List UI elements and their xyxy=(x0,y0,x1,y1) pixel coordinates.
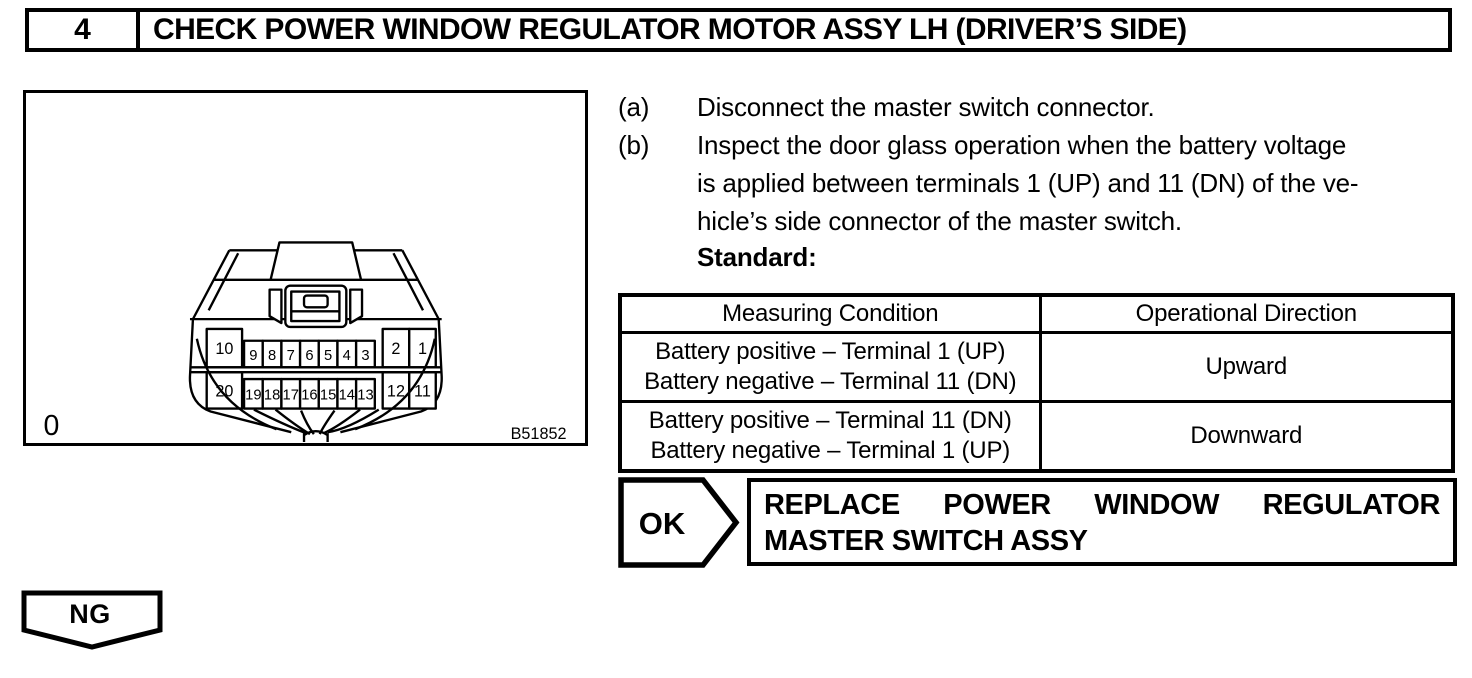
ng-banner-shape xyxy=(21,590,163,650)
terminal-number: 10 xyxy=(215,340,233,358)
connector-lock-tab xyxy=(302,294,329,309)
terminal-number: 2 xyxy=(391,340,400,358)
terminal-box xyxy=(381,371,411,410)
terminal-number: 11 xyxy=(414,382,431,400)
connector-lock-inner xyxy=(290,290,341,323)
terminal-number: 19 xyxy=(245,388,261,404)
ok-label: OK xyxy=(639,506,686,541)
terminal-number: 18 xyxy=(264,388,280,404)
ok-action-line: REPLACE POWER WINDOW REGULATOR xyxy=(764,489,1440,521)
connector-latch-tab xyxy=(269,241,363,281)
step-lines: Inspect the door glass operation when th… xyxy=(697,126,1463,240)
ok-arrow: OK xyxy=(618,477,740,568)
condition-line: Battery positive – Terminal 11 (DN) xyxy=(648,407,1012,434)
operational-direction-cell: Downward xyxy=(1038,400,1455,473)
condition-line: Battery positive – Terminal 1 (UP) xyxy=(655,338,1006,365)
terminal-number: 15 xyxy=(320,388,336,404)
terminal-number: 16 xyxy=(301,388,317,404)
connector-body-right xyxy=(340,319,443,434)
connector-right-bracket xyxy=(349,288,364,325)
step-line: Inspect the door glass operation when th… xyxy=(697,130,1347,160)
connector-body-left xyxy=(188,319,292,434)
measuring-condition-cell: Battery positive – Terminal 1 (UP) Batter… xyxy=(618,331,1042,403)
terminal-number: 8 xyxy=(268,348,276,364)
column-header-measuring-condition: Measuring Condition xyxy=(618,293,1042,334)
ok-action-line: MASTER SWITCH ASSY xyxy=(764,525,1088,557)
wire-bundle xyxy=(302,430,329,443)
wire-strands xyxy=(253,408,380,436)
operational-direction-cell: Upward xyxy=(1038,331,1455,403)
measuring-condition-cell: Battery positive – Terminal 11 (DN) Batte… xyxy=(618,400,1042,473)
procedure-steps: (a) Disconnect the master switch connecto… xyxy=(618,88,1463,240)
terminal-box xyxy=(408,371,437,410)
condition-line: Battery negative – Terminal 11 (DN) xyxy=(644,368,1017,395)
terminal-number: 12 xyxy=(387,382,405,400)
ok-action-box: REPLACE POWER WINDOW REGULATOR MASTER SWI… xyxy=(747,478,1457,566)
step-lines: Disconnect the master switch connector. xyxy=(697,88,1463,126)
terminal-number: 3 xyxy=(361,348,369,364)
terminal-number: 1 xyxy=(418,340,427,358)
column-header-operational-direction: Operational Direction xyxy=(1038,293,1455,334)
figure-code: B51852 xyxy=(511,425,567,443)
connector-shoulder-bevels xyxy=(207,252,425,311)
figure-corner-label: 0 xyxy=(43,410,59,442)
step-title: CHECK POWER WINDOW REGULATOR MOTOR ASSY … xyxy=(153,13,1187,46)
table-header-row: Measuring Condition Operational Directio… xyxy=(618,293,1455,334)
wire-side-arcs xyxy=(195,338,436,431)
ok-arrow-shape xyxy=(618,477,740,568)
terminal-number: 14 xyxy=(339,388,355,404)
terminal-number: 7 xyxy=(287,348,295,364)
step-line: is applied between terminals 1 (UP) and … xyxy=(697,168,1359,198)
terminal-box xyxy=(354,377,376,410)
terminal-number: 6 xyxy=(305,348,313,364)
step-label: (b) xyxy=(618,130,650,160)
condition-line: Battery negative – Terminal 1 (UP) xyxy=(650,437,1011,464)
ng-banner: NG xyxy=(21,590,163,650)
ng-label: NG xyxy=(69,599,111,629)
step-header: 4 CHECK POWER WINDOW REGULATOR MOTOR ASS… xyxy=(25,8,1452,52)
terminal-number: 17 xyxy=(283,388,299,404)
procedure-step: (a) Disconnect the master switch connecto… xyxy=(618,88,1463,126)
terminal-row-divider xyxy=(189,366,442,374)
connector-shoulders xyxy=(191,249,440,320)
step-number: 4 xyxy=(29,12,140,48)
connector-left-bracket xyxy=(268,288,283,325)
procedure-step: (b) Inspect the door glass operation when… xyxy=(618,126,1463,240)
table-row: Battery positive – Terminal 11 (DN) Batte… xyxy=(618,400,1455,473)
step-line: hicle’s side connector of the master swi… xyxy=(697,206,1182,236)
measurement-table: Measuring Condition Operational Directio… xyxy=(618,293,1455,473)
terminal-box xyxy=(381,327,411,369)
step-line: Disconnect the master switch connector. xyxy=(697,92,1155,122)
terminal-number: 9 xyxy=(249,348,257,364)
terminal-number: 20 xyxy=(215,382,233,400)
step-label: (a) xyxy=(618,92,650,122)
terminal-box xyxy=(205,327,244,369)
table-row: Battery positive – Terminal 1 (UP) Batter… xyxy=(618,331,1455,403)
standard-label: Standard: xyxy=(697,242,817,272)
terminal-number: 5 xyxy=(324,348,332,364)
terminal-number: 4 xyxy=(343,348,351,364)
terminal-number: 13 xyxy=(357,388,373,404)
